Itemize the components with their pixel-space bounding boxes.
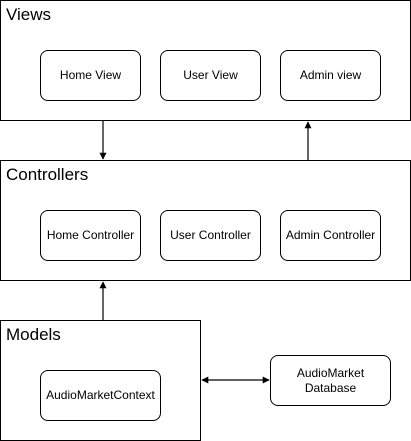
audiomarket-database-node[interactable]: AudioMarket Database bbox=[270, 355, 391, 406]
home-controller-node[interactable]: Home Controller bbox=[40, 210, 141, 261]
user-view-node[interactable]: User View bbox=[160, 50, 261, 101]
views-layer-title: Views bbox=[6, 5, 52, 24]
user-controller-node[interactable]: User Controller bbox=[160, 210, 261, 261]
models-layer-title: Models bbox=[6, 325, 61, 344]
admin-controller-node[interactable]: Admin Controller bbox=[280, 210, 381, 261]
admin-view-node[interactable]: Admin view bbox=[280, 50, 381, 101]
audiomarket-context-node[interactable]: AudioMarketContext bbox=[40, 370, 161, 421]
controllers-layer-title: Controllers bbox=[6, 165, 89, 184]
home-view-node[interactable]: Home View bbox=[40, 50, 141, 101]
